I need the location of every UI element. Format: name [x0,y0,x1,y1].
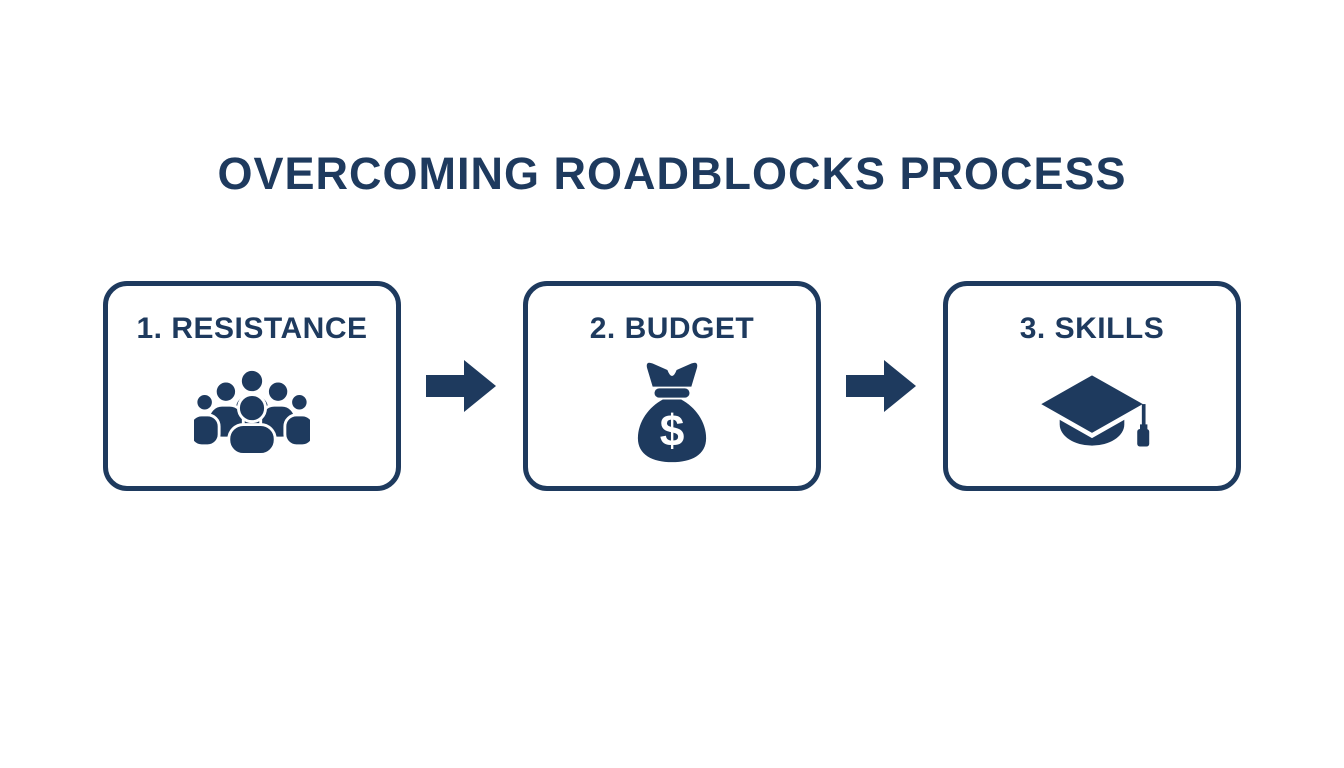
step-icon-area [1032,346,1152,486]
connector-2 [821,281,943,491]
dollar-sign: $ [660,407,685,456]
step-box-skills: 3. SKILLS [943,281,1241,491]
step-label-budget: 2. BUDGET [589,312,755,345]
step-box-budget: 2. BUDGET $ [523,281,821,491]
steps-row: 1. RESISTANCE [0,281,1344,491]
step-box-resistance: 1. RESISTANCE [103,281,401,491]
money-bag-icon: $ [630,358,714,464]
step-icon-area: $ [630,346,714,486]
arrow-right-icon [426,358,498,414]
connector-1 [401,281,523,491]
arrow-right-icon [846,358,918,414]
diagram-title: OVERCOMING ROADBLOCKS PROCESS [217,148,1127,199]
people-group-icon [194,367,310,455]
graduation-cap-icon [1032,367,1152,455]
step-label-resistance: 1. RESISTANCE [136,312,368,345]
step-label-skills: 3. SKILLS [1019,312,1165,345]
step-icon-area [194,346,310,486]
